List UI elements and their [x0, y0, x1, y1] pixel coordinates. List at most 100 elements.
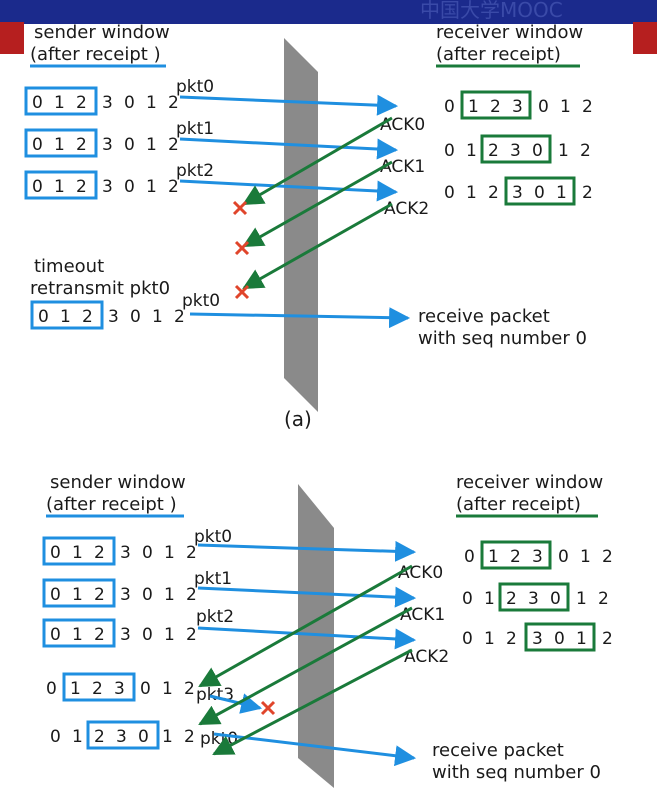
- packet-label: pkt3: [196, 685, 234, 705]
- packet-label: pkt0: [182, 291, 220, 311]
- packet-arrow: [179, 137, 399, 160]
- seq-digit: 1: [162, 727, 173, 747]
- seq-digit: 1: [70, 679, 81, 699]
- seq-digit: 0: [534, 183, 545, 203]
- receive-label-line1: receive packet: [432, 740, 564, 761]
- seq-digit: 1: [576, 629, 587, 649]
- panel-b: sender window (after receipt ) receiver …: [42, 472, 613, 788]
- seq-digit: 1: [576, 589, 587, 609]
- seq-digit: 1: [72, 543, 83, 563]
- packet-label: pkt2: [196, 607, 234, 627]
- seq-digit: 2: [168, 135, 179, 155]
- seq-digit: 0: [124, 93, 135, 113]
- seq-digit: 0: [142, 625, 153, 645]
- packet-label: pkt0: [194, 527, 232, 547]
- seq-digit: 0: [130, 307, 141, 327]
- seq-digit: 0: [142, 585, 153, 605]
- ack-label: ACK0: [380, 115, 425, 135]
- receiver-row: 0 1 2 3 0 1 2 ACK2: [384, 176, 593, 219]
- sender-row: 0 1 2 3 0 1 2 pkt3: [46, 672, 234, 705]
- seq-digit: 0: [46, 679, 57, 699]
- seq-digit: 1: [488, 547, 499, 567]
- seq-digit: 0: [50, 543, 61, 563]
- seq-digit: 3: [102, 177, 113, 197]
- seq-digit: 1: [152, 307, 163, 327]
- seq-digit: 0: [140, 679, 151, 699]
- sender-window-box: [86, 720, 160, 750]
- receive-label-line1: receive packet: [418, 306, 550, 327]
- seq-digit: 2: [602, 629, 613, 649]
- receiver-title-line1: receiver window: [436, 22, 583, 43]
- packet-arrow: [197, 626, 417, 650]
- receiver-row: 0 1 2 3 0 1 2 ACK2: [404, 622, 613, 667]
- ack-arrow: [242, 160, 393, 248]
- seq-digit: 3: [116, 727, 127, 747]
- receiver-window-box: [524, 622, 596, 652]
- sender-title-line2: (after receipt ): [46, 494, 177, 515]
- ack-label: ACK2: [384, 199, 429, 219]
- seq-digit: 0: [32, 93, 43, 113]
- banner-accent-right: [633, 22, 657, 54]
- seq-digit: 2: [94, 585, 105, 605]
- loss-x-icon: [232, 200, 248, 216]
- seq-digit: 2: [582, 183, 593, 203]
- receiver-window-box: [460, 90, 532, 120]
- retransmit-label: retransmit pkt0: [30, 278, 170, 299]
- seq-digit: 2: [580, 141, 591, 161]
- packet-arrow: [179, 94, 399, 116]
- seq-digit: 2: [506, 589, 517, 609]
- channel-wall-a: [284, 38, 318, 412]
- sender-window-box: [24, 86, 98, 116]
- watermark-text: 中国大学MOOC: [420, 0, 563, 22]
- seq-digit: 0: [462, 589, 473, 609]
- seq-digit: 1: [466, 141, 477, 161]
- seq-digit: 2: [174, 307, 185, 327]
- timeout-label: timeout: [34, 256, 104, 277]
- seq-digit: 2: [184, 727, 195, 747]
- seq-digit: 0: [444, 183, 455, 203]
- seq-digit: 0: [138, 727, 149, 747]
- seq-digit: 2: [186, 543, 197, 563]
- receiver-window-box: [504, 176, 576, 206]
- seq-digit: 2: [186, 585, 197, 605]
- seq-digit: 1: [146, 177, 157, 197]
- seq-digit: 0: [50, 727, 61, 747]
- panel-a: sender window (after receipt ) receiver …: [24, 22, 593, 431]
- packet-arrow: [197, 540, 417, 562]
- seq-digit: 1: [54, 135, 65, 155]
- seq-digit: 0: [50, 625, 61, 645]
- packet-arrow-lost: [209, 693, 263, 714]
- ack-label: ACK0: [398, 563, 443, 583]
- sender-window-box: [24, 128, 98, 158]
- sender-row: 0 1 2 3 0 1 2 pkt0: [42, 527, 232, 566]
- ack-label: ACK1: [380, 157, 425, 177]
- sender-window-box: [30, 300, 104, 330]
- seq-digit: 2: [506, 629, 517, 649]
- seq-digit: 0: [462, 629, 473, 649]
- seq-digit: 0: [32, 135, 43, 155]
- retransmit-arrow: [189, 307, 411, 329]
- seq-digit: 1: [146, 93, 157, 113]
- receiver-window-box: [498, 582, 570, 612]
- seq-digit: 2: [184, 679, 195, 699]
- seq-digit: 1: [60, 307, 71, 327]
- seq-digit: 3: [102, 93, 113, 113]
- loss-x-icon: [234, 284, 250, 300]
- seq-digit: 1: [560, 97, 571, 117]
- seq-digit: 0: [444, 97, 455, 117]
- receiver-title-line2: (after receipt): [436, 44, 561, 65]
- seq-digit: 3: [532, 547, 543, 567]
- seq-digit: 1: [164, 625, 175, 645]
- seq-digit: 3: [120, 625, 131, 645]
- receiver-title-line2: (after receipt): [456, 494, 581, 515]
- sender-title-line2: (after receipt ): [30, 44, 161, 65]
- receiver-row: 0 1 2 3 0 1 2 ACK0: [398, 540, 613, 583]
- receive-label-line2: with seq number 0: [418, 328, 587, 349]
- ack-arrow: [212, 648, 413, 756]
- seq-digit: 2: [94, 625, 105, 645]
- packet-label: pkt1: [176, 119, 214, 139]
- seq-digit: 1: [468, 97, 479, 117]
- seq-digit: 2: [94, 543, 105, 563]
- sender-row: 0 1 2 3 0 1 2 pkt2: [24, 161, 214, 200]
- receiver-window-box: [480, 134, 552, 164]
